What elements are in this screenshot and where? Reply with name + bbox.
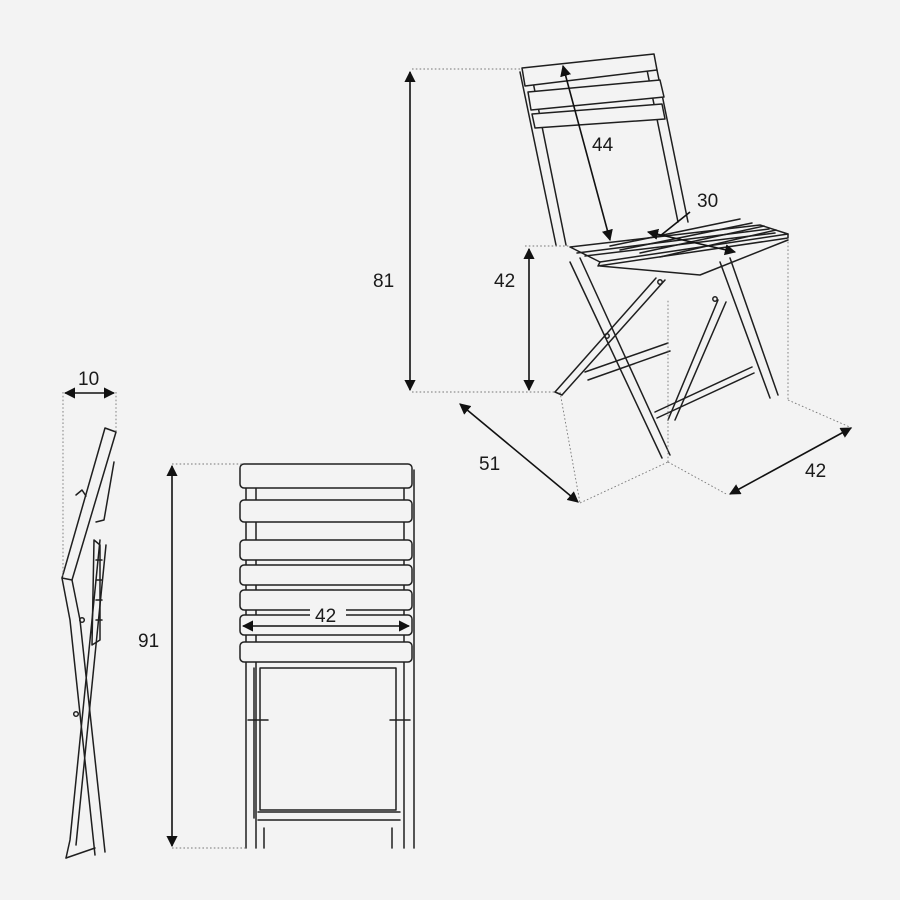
backrest-height-label: 44 <box>592 135 614 156</box>
seat-depth-label: 30 <box>697 191 718 212</box>
height-total-label: 81 <box>373 271 394 292</box>
backrest-height-arrow <box>560 64 613 242</box>
folded-side-view <box>61 427 117 859</box>
folded-thickness-label: 10 <box>78 369 99 390</box>
overall-depth-arrow <box>459 403 579 503</box>
folded-width-label: 42 <box>315 606 336 627</box>
unfolded-chair-view <box>519 53 789 459</box>
overall-width-label: 42 <box>805 461 826 482</box>
folded-front-view <box>239 463 415 849</box>
folded-width-label-bg <box>310 605 346 625</box>
seat-depth-arrow <box>646 228 737 256</box>
seat-height-label: 42 <box>494 271 515 292</box>
seat-depth-leader <box>659 211 691 237</box>
overall-width-arrow <box>729 427 852 495</box>
unfolded-dimension-guides <box>412 68 853 504</box>
folded-height-label: 91 <box>138 631 159 652</box>
overall-depth-label: 51 <box>479 454 500 475</box>
